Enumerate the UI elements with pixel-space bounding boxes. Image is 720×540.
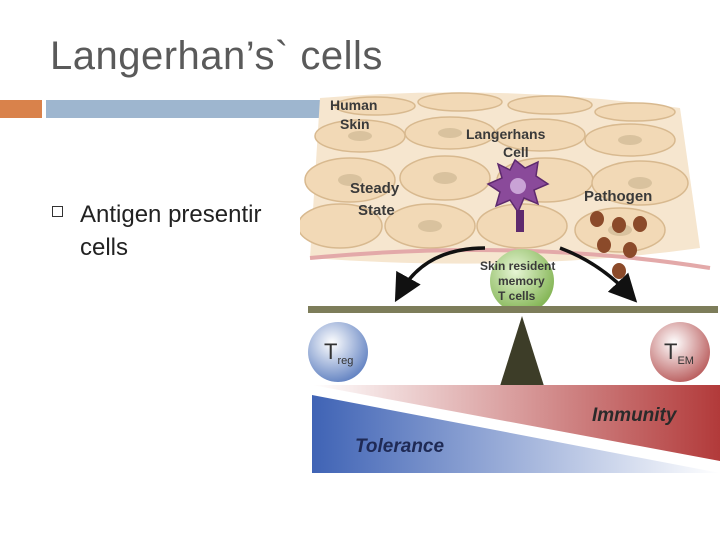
label-treg: Treg	[324, 339, 353, 367]
immunity-wedge	[312, 385, 720, 461]
label-human-skin-2: Skin	[340, 116, 370, 132]
bullet-line-2: cells	[80, 234, 129, 261]
left-arrow-icon	[394, 246, 486, 303]
balance-fulcrum	[500, 316, 544, 386]
right-arrow-icon	[559, 246, 638, 303]
label-pathogen: Pathogen	[584, 188, 652, 205]
resident-t-cell	[490, 249, 554, 313]
tem-cell	[650, 322, 710, 382]
treg-sub: reg	[337, 355, 353, 367]
tolerance-wedge	[312, 395, 720, 473]
label-langerhans-1: Langerhans	[466, 126, 546, 142]
label-human-skin-1: Human	[330, 97, 377, 113]
label-immunity: Immunity	[592, 405, 678, 426]
tem-sub: EM	[677, 355, 694, 367]
bullet-line-1: Antigen presentir	[80, 201, 262, 228]
label-resident-3: T cells	[498, 289, 536, 303]
tem-main: T	[664, 339, 677, 364]
accent-bar	[0, 100, 42, 118]
treg-cell	[308, 322, 368, 382]
treg-main: T	[324, 339, 337, 364]
title-underline-bar	[46, 100, 336, 118]
label-resident-2: memory	[498, 274, 545, 288]
bullet-text: Antigen presentir cells	[80, 198, 310, 264]
label-tem: TEM	[664, 339, 694, 367]
label-resident-1: Skin resident	[480, 259, 555, 273]
langerhans-diagram: Human Skin Langerhans Cell Steady State …	[300, 92, 720, 473]
label-tolerance: Tolerance	[355, 436, 444, 457]
slide-title: Langerhan’s` cells	[50, 34, 383, 78]
balance-beam	[308, 306, 718, 313]
label-steady-2: State	[358, 202, 395, 219]
langerhans-cell	[486, 158, 550, 232]
label-langerhans-2: Cell	[503, 144, 529, 160]
label-steady-1: Steady	[350, 180, 400, 197]
bullet-square-icon	[52, 206, 63, 217]
